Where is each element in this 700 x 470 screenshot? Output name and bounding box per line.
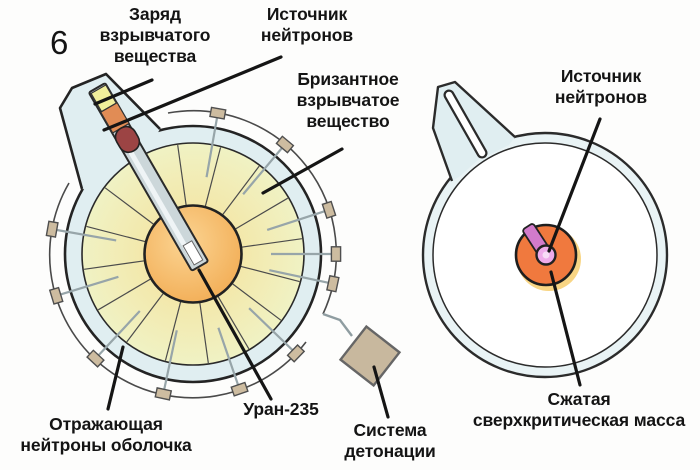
leader-lines — [93, 55, 602, 419]
wedge-divider — [204, 147, 222, 207]
detonator — [230, 381, 249, 397]
detonator — [86, 349, 105, 368]
wedge-divider — [199, 302, 209, 364]
label-compressed-mass: Сжатая сверхкритическая масса — [472, 389, 686, 430]
detonator — [209, 106, 227, 120]
gun-type-bomb-diagram — [45, 72, 402, 401]
neutron-source-core-center — [542, 251, 550, 259]
explosive-wedge-lines — [53, 114, 334, 393]
detonator — [154, 387, 173, 401]
leader-compressed-mass — [549, 270, 582, 387]
wedge-divider — [231, 283, 282, 321]
detonator-wire — [53, 228, 117, 242]
wedge-divider — [83, 260, 145, 270]
wedge-divider — [126, 292, 164, 343]
detonator-wire — [266, 209, 328, 231]
label-uranium-235: Уран-235 — [243, 399, 319, 419]
detonator-wire — [162, 330, 178, 393]
leader-high-explosive — [261, 147, 344, 195]
detonator — [326, 274, 340, 293]
gun-barrel — [88, 82, 209, 272]
detonator — [321, 200, 337, 219]
label-neutron-source-left: Источник нейтронов — [260, 4, 354, 45]
label-high-explosive: Бризантное взрывчатое вещество — [296, 69, 400, 131]
leader-uranium — [197, 268, 273, 401]
leader-detonation-system — [372, 365, 390, 419]
wedge-divider — [97, 278, 152, 311]
leader-reflector — [106, 345, 125, 411]
detonator-wire — [269, 269, 332, 285]
detonator-wire — [57, 275, 119, 297]
detonator-wire — [205, 114, 219, 178]
wedge-divider — [240, 265, 300, 283]
figure-number: 6 — [50, 24, 69, 61]
after-detonation-diagram — [421, 80, 669, 379]
detonators — [45, 106, 342, 401]
wedge-divider — [241, 238, 303, 248]
detonator — [275, 135, 295, 154]
leader-neutron-source-right — [547, 117, 602, 253]
label-neutron-source-right: Источник нейтронов — [554, 66, 648, 107]
detonator-wire — [248, 307, 296, 353]
label-explosive-charge: Заряд взрывчатого вещества — [99, 4, 211, 66]
wedge-divider — [234, 197, 289, 230]
detonation-wire — [322, 312, 353, 337]
empty-bore — [445, 91, 486, 157]
barrel-bore-opening — [182, 240, 204, 266]
detonator-wire-ring — [48, 182, 307, 399]
detonation-system-box — [338, 324, 402, 388]
detonator-wire — [96, 310, 141, 358]
wedge-divider — [164, 301, 182, 361]
detonator — [45, 220, 59, 238]
wedge-divider — [86, 225, 146, 243]
detonator — [286, 343, 306, 363]
detonator — [330, 246, 342, 262]
detonator — [48, 286, 64, 305]
wedge-divider — [104, 187, 155, 225]
empty-barrel-housing-outline — [431, 80, 516, 182]
wedge-divider — [217, 295, 250, 350]
gun-barrel-housing — [60, 74, 160, 190]
leader-charge — [93, 78, 154, 106]
leader-neutron-source-left — [102, 55, 283, 132]
wedge-divider — [222, 165, 260, 216]
label-neutron-reflector: Отражающая нейтроны оболочка — [20, 414, 192, 455]
wedge-divider — [177, 144, 187, 206]
label-detonation-system: Система детонации — [344, 420, 436, 461]
neutron-source-plug — [114, 125, 141, 154]
detonator-wire — [217, 327, 240, 388]
detonator-wire — [242, 145, 285, 195]
